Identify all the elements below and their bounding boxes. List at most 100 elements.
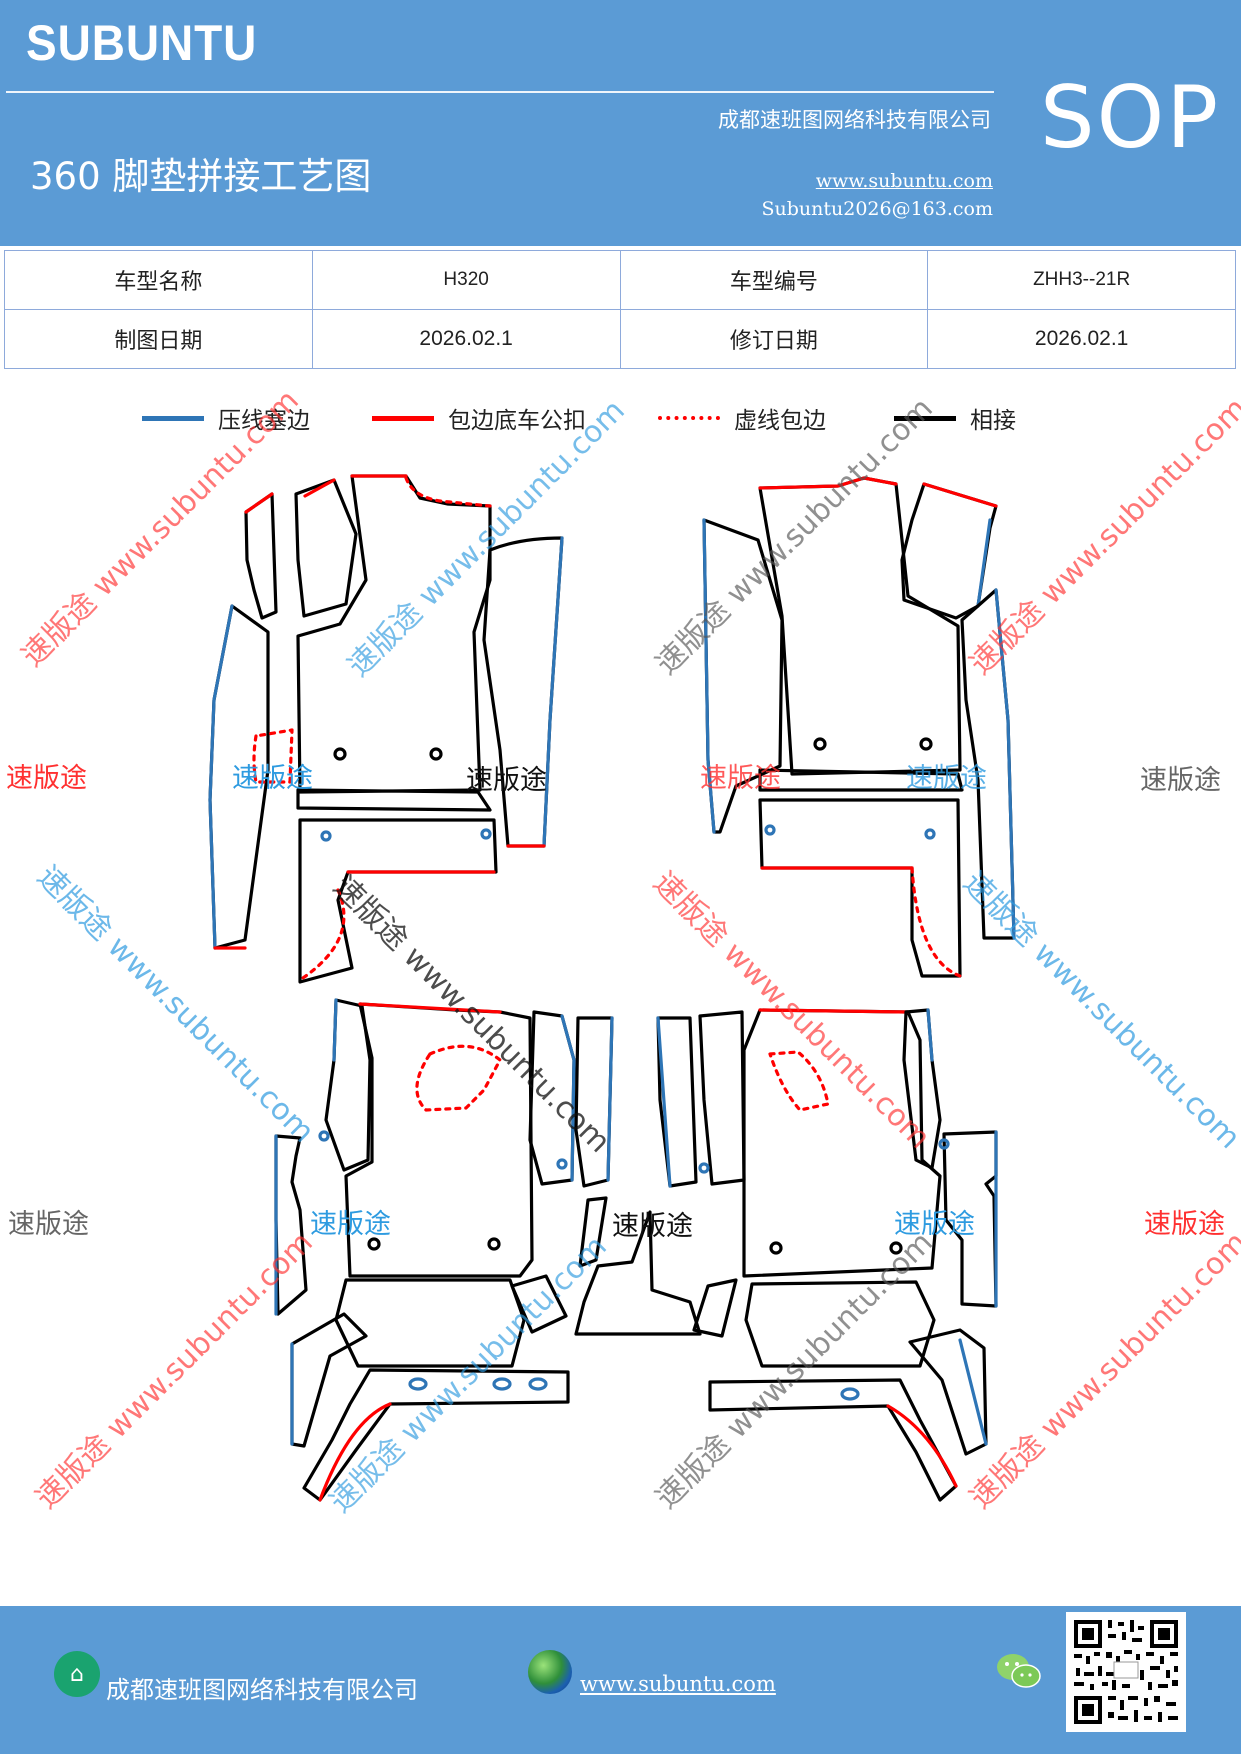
model-name-label: 车型名称 [4,250,313,310]
button-hole [492,1377,512,1391]
button-hole [938,1138,950,1150]
mat-piece [960,588,1016,940]
header-divider [6,91,994,93]
mat-piece [942,1130,998,1308]
mat-piece [274,1134,308,1316]
mat-piece-edge [922,482,998,508]
mat-piece-edge [926,1008,934,1062]
button-hole [429,747,443,761]
mat-piece [744,1280,936,1368]
button-hole [556,1158,568,1170]
header-email[interactable]: Subuntu2026@163.com [761,198,993,220]
mat-piece-edge [404,476,492,508]
floor-mat-diagram [208,474,1016,1502]
mat-piece [742,1008,942,1278]
mat-piece [692,1278,738,1338]
globe-icon [528,1650,572,1694]
mat-piece-edge [208,604,234,950]
mat-piece-edge [886,1404,958,1488]
button-hole [408,1377,428,1391]
legend-swatch [658,416,720,420]
button-hole [487,1237,501,1251]
mat-piece [482,536,564,848]
mat-piece [578,1196,608,1268]
legend-swatch [142,415,204,421]
mat-piece-edge [702,518,716,834]
mat-piece [698,1010,746,1186]
bottom-right-mat-group [656,1008,998,1502]
button-hole [333,747,347,761]
legend-label: 虚线包边 [734,408,826,434]
header-website-link[interactable]: www.subuntu.com [815,170,993,192]
legend-item-edge-bind: 包边底车公扣 [372,398,586,438]
mat-piece [656,1016,698,1188]
mat-piece [244,492,278,620]
legend-item-join: 相接 [894,398,1016,438]
button-hole [764,824,776,836]
button-hole [919,737,933,751]
button-hole [924,828,936,840]
mat-piece-edge [318,1402,392,1502]
vehicle-info-table: 车型名称 H320 车型编号 ZHH3--21R 制图日期 2026.02.1 … [4,250,1236,369]
footer-company: 成都速班图网络科技有限公司 [106,1676,418,1704]
mat-piece-edge [415,1044,502,1112]
home-badge-icon: ⌂ [54,1651,100,1697]
top-left-mat-group [208,474,564,984]
button-hole [318,1130,330,1142]
mat-piece-edge [994,588,1016,940]
bottom-left-mat-group [274,998,702,1502]
wechat-icon[interactable] [996,1652,1042,1692]
button-hole [840,1387,860,1401]
model-code-label: 车型编号 [619,250,929,310]
mat-piece [296,474,492,794]
mat-piece-edge [358,1002,502,1014]
draw-date-value: 2026.02.1 [311,309,621,369]
mat-piece [900,482,998,620]
mat-piece [294,478,358,618]
mat-piece-edge [542,536,564,848]
mat-piece [702,518,784,834]
table-row: 制图日期 2026.02.1 修订日期 2026.02.1 [4,309,1236,369]
mat-piece [758,768,964,792]
mat-piece [758,476,962,776]
mat-piece [574,1210,702,1336]
sop-label: SOP [1040,68,1221,168]
legend-item-dotted-bind: 虚线包边 [658,398,826,438]
button-hole [320,830,332,842]
button-hole [769,1241,783,1255]
mat-piece [208,604,270,950]
mat-piece [510,1274,568,1334]
mat-piece-edge [244,492,274,514]
mat-piece-edge [656,1016,672,1188]
legend-swatch [372,415,434,421]
mat-piece [296,788,492,812]
footer-website-link[interactable]: www.subuntu.com [580,1672,776,1696]
header-company: 成都速班图网络科技有限公司 [718,108,991,132]
button-hole [367,1237,381,1251]
legend-label: 相接 [970,408,1016,434]
mat-piece-edge [910,866,962,978]
mat-piece-edge [768,1050,830,1112]
model-code-value: ZHH3--21R [927,250,1236,310]
revise-date-value: 2026.02.1 [927,309,1236,369]
mat-piece-edge [606,1016,614,1182]
mat-piece [344,1002,534,1278]
model-name-value: H320 [311,250,621,310]
top-right-mat-group [702,476,1016,978]
mat-piece [574,1016,614,1188]
mat-piece-edge [758,476,898,490]
mat-piece-edge [332,998,338,1062]
brand-logo-text: SUBUNTU [26,15,258,71]
legend-item-press-line: 压线塞边 [142,398,310,438]
legend-swatch [894,415,956,421]
draw-date-label: 制图日期 [4,309,313,369]
document-title: 360 脚垫拼接工艺图 [30,155,372,198]
legend-label: 包边底车公扣 [448,408,586,434]
mat-piece-edge [298,888,346,982]
legend-label: 压线塞边 [218,408,310,434]
button-hole [528,1377,548,1391]
mat-piece-edge [560,1014,576,1182]
header-banner: SUBUNTU SOP 成都速班图网络科技有限公司 360 脚垫拼接工艺图 ww… [0,0,1241,246]
mat-piece [290,1312,368,1448]
button-hole [889,1241,903,1255]
